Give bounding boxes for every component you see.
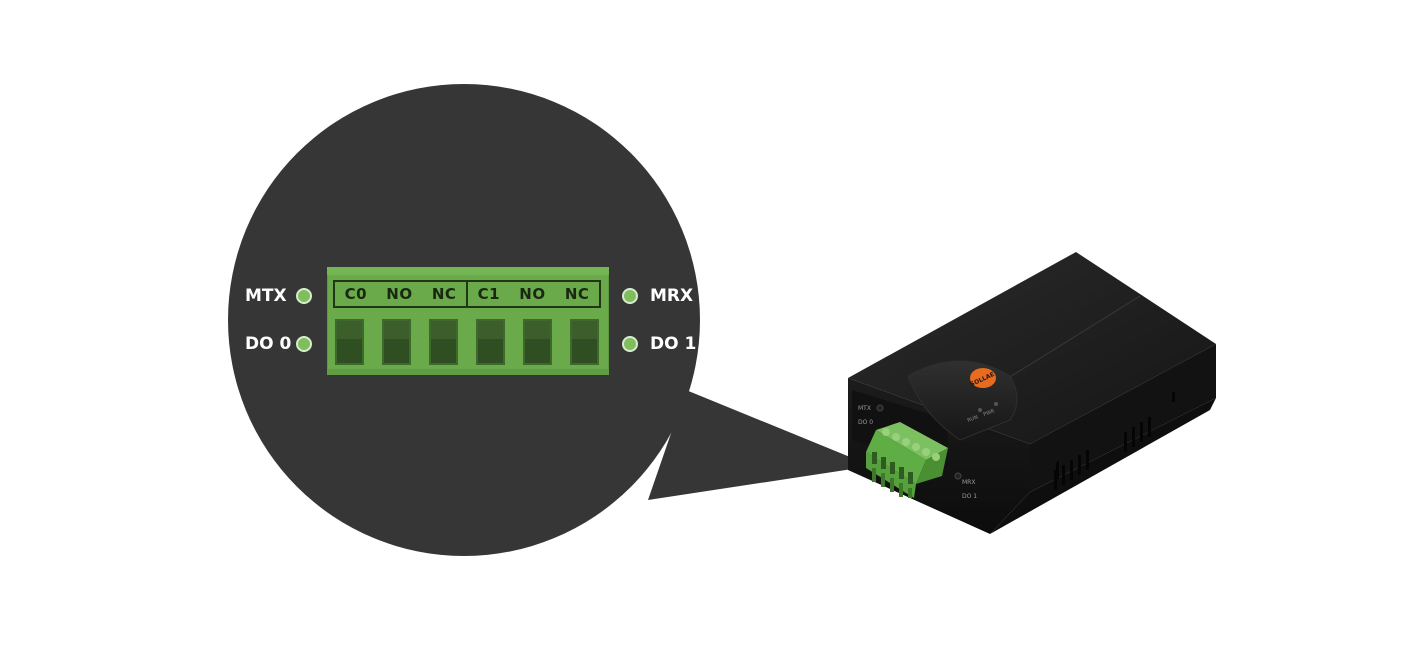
device-vent-slots <box>1054 392 1175 490</box>
led-label-mrx: MRX <box>650 286 694 306</box>
led-label-do0: DO 0 <box>245 334 292 354</box>
pin-label-nc0: NC <box>431 285 457 303</box>
terminal-slot-3 <box>429 319 458 365</box>
device-label-mrx: MRX <box>962 479 975 486</box>
terminal-slot-4 <box>476 319 505 365</box>
terminal-slot-5 <box>523 319 552 365</box>
terminal-top-edge <box>327 267 609 275</box>
terminal-slots <box>335 319 601 367</box>
terminal-block-zoomed: C0 NO NC C1 NO NC <box>327 267 609 375</box>
terminal-slot-1 <box>335 319 364 365</box>
terminal-slot-2 <box>382 319 411 365</box>
terminal-bottom-edge <box>327 369 609 375</box>
pin-label-nc1: NC <box>564 285 590 303</box>
led-mtx-icon <box>296 288 312 304</box>
pin-label-no1: NO <box>519 285 546 303</box>
indicator-label-pwr: PWR <box>983 408 996 418</box>
terminal-label-bar: C0 NO NC C1 NO NC <box>333 280 601 308</box>
terminal-slot-6 <box>570 319 599 365</box>
led-do0-icon <box>296 336 312 352</box>
led-label-mtx: MTX <box>245 286 287 306</box>
relay-group-0: C0 NO NC <box>333 280 468 308</box>
pin-label-c0: C0 <box>344 285 368 303</box>
device-right-face <box>990 344 1216 534</box>
device-label-do1: DO 1 <box>962 493 977 500</box>
indicator-label-run: RUN <box>967 414 980 423</box>
pin-label-no0: NO <box>386 285 413 303</box>
device-logo-dome: SOLLAE RUN PWR <box>907 360 1018 441</box>
pin-label-c1: C1 <box>477 285 501 303</box>
relay-group-1: C1 NO NC <box>468 280 601 308</box>
led-label-do1: DO 1 <box>650 334 697 354</box>
led-mrx-icon <box>622 288 638 304</box>
device-label-mtx: MTX <box>858 405 871 412</box>
device-label-do0: DO 0 <box>858 419 873 426</box>
device-terminal-block <box>866 422 948 498</box>
led-do1-icon <box>622 336 638 352</box>
brand-logo-icon <box>970 368 996 388</box>
